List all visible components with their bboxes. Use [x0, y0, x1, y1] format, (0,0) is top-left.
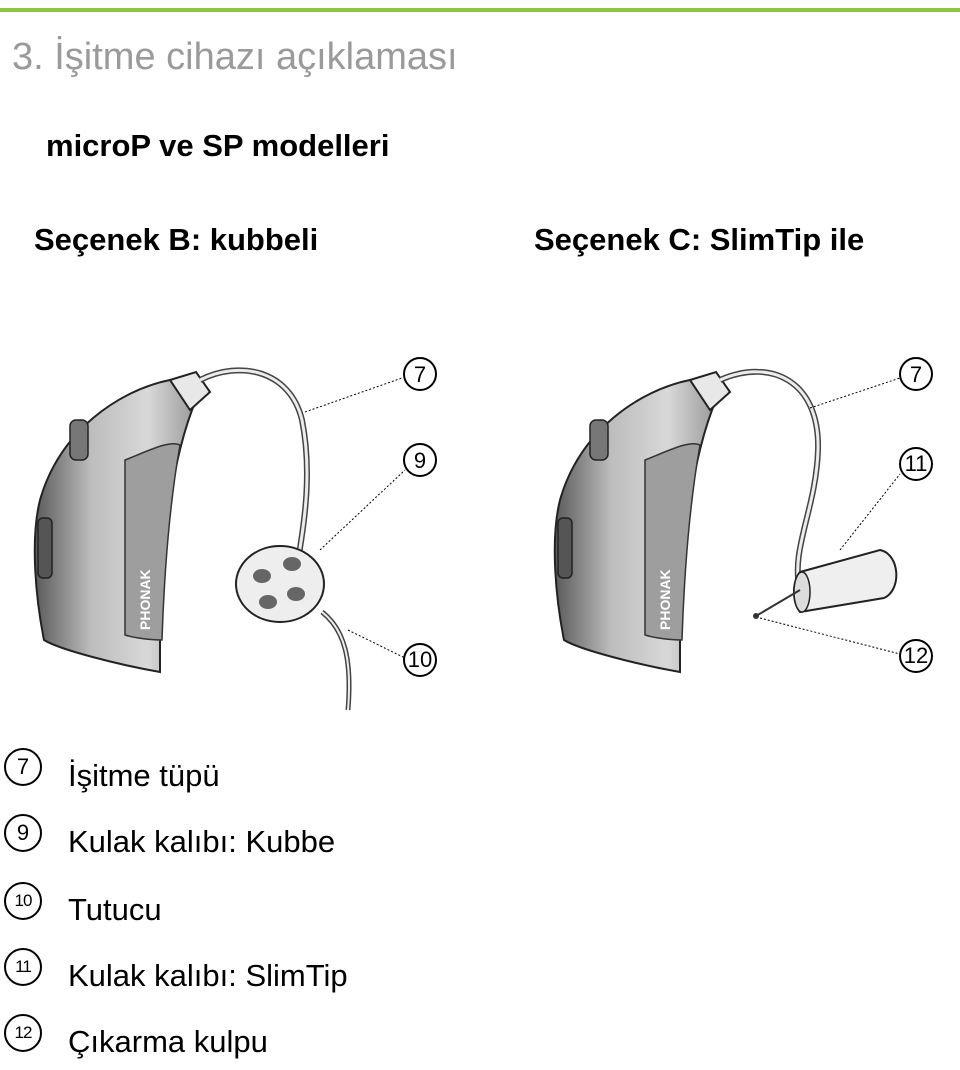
- legend-item: 12 Çıkarma kulpu: [0, 1010, 600, 1070]
- left-device-panel: [124, 443, 181, 641]
- callout-7-left: 7: [403, 357, 437, 391]
- hearing-aid-illustration: PHONAK 7 9 10: [33, 357, 933, 711]
- svg-text:12: 12: [904, 643, 928, 668]
- left-device-switch: [37, 517, 53, 579]
- left-brand-text: PHONAK: [137, 569, 153, 630]
- legend-item: 11 Kulak kalıbı: SlimTip: [0, 944, 600, 1004]
- right-device-panel: [644, 443, 701, 641]
- right-device-body: [553, 378, 718, 674]
- legend-number: 11: [4, 948, 42, 986]
- option-c-label: Seçenek C: SlimTip ile: [534, 222, 865, 257]
- svg-text:11: 11: [905, 451, 928, 476]
- legend-number: 7: [4, 748, 42, 786]
- option-b-label: Seçenek B: kubbeli: [34, 222, 319, 257]
- legend-label: Kulak kalıbı: SlimTip: [68, 958, 348, 993]
- legend-label: Kulak kalıbı: Kubbe: [68, 824, 336, 859]
- top-accent-rule: [0, 8, 960, 12]
- svg-text:10: 10: [408, 647, 432, 672]
- legend-number: 9: [4, 814, 42, 852]
- svg-text:7: 7: [910, 362, 922, 387]
- left-device-button: [69, 419, 89, 461]
- models-subtitle: microP ve SP modelleri: [46, 128, 390, 163]
- right-brand-text: PHONAK: [657, 569, 673, 630]
- dome-earpiece: [235, 545, 325, 623]
- callout-11: 11: [899, 447, 933, 481]
- legend-item: 7 İşitme tüpü: [0, 744, 600, 804]
- legend-label: İşitme tüpü: [68, 758, 220, 793]
- legend-number: 10: [4, 882, 42, 920]
- callout-9: 9: [403, 443, 437, 477]
- callout-10: 10: [403, 643, 437, 677]
- slimtip-earpiece: [793, 548, 898, 614]
- legend-label: Tutucu: [68, 892, 162, 927]
- right-device-button: [589, 419, 609, 461]
- left-device-hook: [168, 370, 212, 412]
- left-hearing-aid: PHONAK 7 9 10: [33, 357, 437, 711]
- right-device-hook: [688, 370, 732, 412]
- callout-7-right: 7: [899, 357, 933, 391]
- removal-handle: [755, 589, 801, 617]
- callout-12: 12: [899, 639, 933, 673]
- left-device-body: [33, 378, 198, 674]
- right-tube: [718, 368, 822, 591]
- section-title: 3. İşitme cihazı açıklaması: [12, 36, 458, 78]
- legend-label: Çıkarma kulpu: [68, 1024, 268, 1059]
- legend-number: 12: [4, 1014, 42, 1052]
- legend-item: 10 Tutucu: [0, 878, 600, 938]
- right-hearing-aid: PHONAK 7 11 12: [553, 357, 933, 674]
- svg-text:7: 7: [414, 362, 426, 387]
- left-tube: [198, 367, 310, 561]
- svg-text:9: 9: [414, 448, 426, 473]
- right-device-switch: [557, 517, 573, 579]
- legend-item: 9 Kulak kalıbı: Kubbe: [0, 810, 600, 870]
